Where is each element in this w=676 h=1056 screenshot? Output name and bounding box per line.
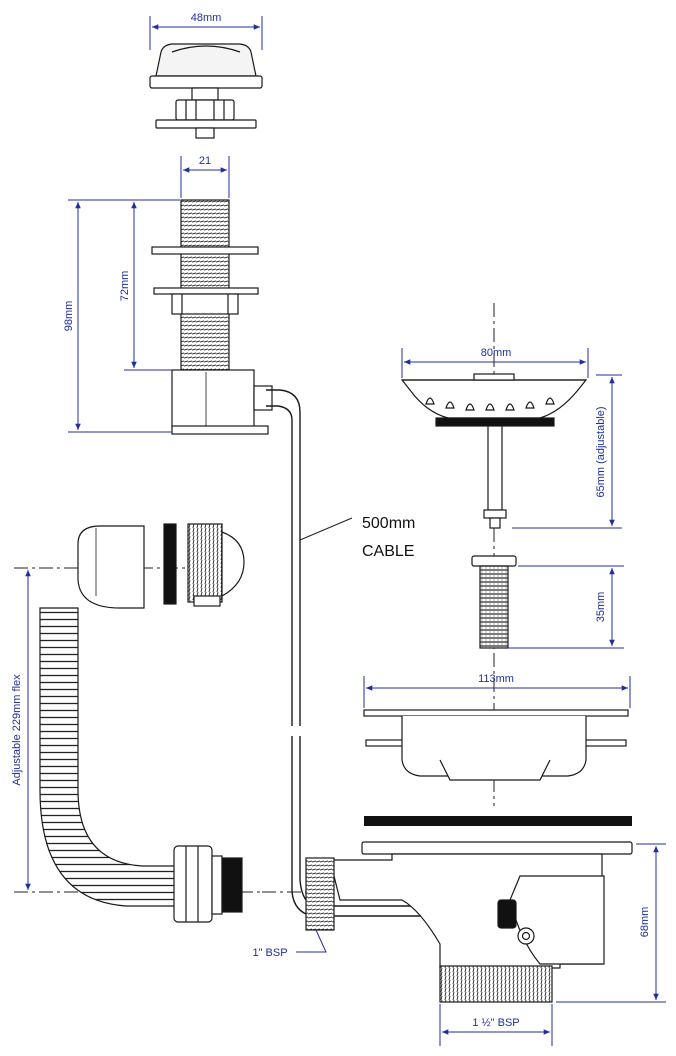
- sink-flange: [363, 709, 629, 781]
- overflow-button: [149, 43, 263, 139]
- dimension-lines: [25, 16, 666, 1046]
- waste-body: [305, 841, 633, 1003]
- strainer-height-label: 35mm: [595, 592, 607, 623]
- basket-strainer: [400, 373, 588, 529]
- waste-bsp-label: 1 ½" BSP: [472, 1017, 519, 1029]
- button-width-label: 48mm: [191, 12, 222, 24]
- basket-adjust-label: 65mm (adjustable): [595, 406, 607, 497]
- cable-leader: [299, 517, 353, 541]
- total-height-label: 98mm: [63, 301, 75, 332]
- basket-width-label: 80mm: [481, 347, 512, 359]
- flex-hose: [39, 523, 245, 923]
- overflow-body: [151, 199, 301, 520]
- overflow-bsp-label: 1" BSP: [252, 947, 287, 959]
- cable-word-label: CABLE: [362, 543, 414, 560]
- flange-width-label: 113mm: [478, 673, 514, 685]
- strainer-post: [471, 555, 517, 649]
- cable-length-label: 500mm: [362, 515, 415, 532]
- flex-length-label: Adjustable 229mm flex: [11, 674, 23, 786]
- thread-height-label: 72mm: [119, 271, 131, 302]
- thread-width-label: 21: [199, 155, 211, 167]
- seal-washer: [364, 816, 632, 826]
- body-height-label: 68mm: [639, 907, 651, 938]
